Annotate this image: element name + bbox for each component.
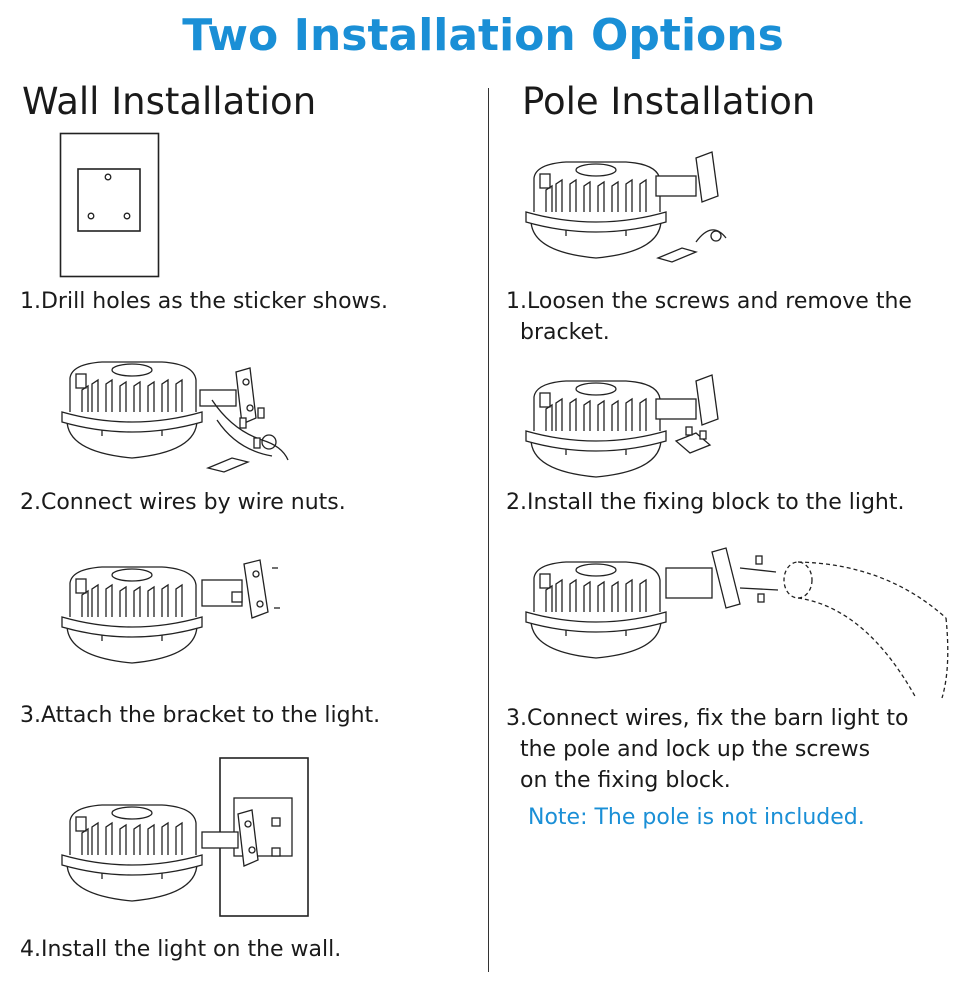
barn-light-illustration bbox=[525, 374, 719, 478]
pole-installation-heading: Pole Installation bbox=[522, 80, 816, 123]
wall-installation-heading: Wall Installation bbox=[22, 80, 317, 123]
wall-step-2: 2.Connect wires by wire nuts. bbox=[20, 490, 346, 515]
barn-light-illustration bbox=[61, 361, 289, 473]
wall-sticker-illustration bbox=[59, 132, 160, 278]
barn-light-illustration bbox=[525, 151, 727, 263]
barn-light-illustration bbox=[61, 757, 309, 917]
pole-note: Note: The pole is not included. bbox=[528, 805, 865, 830]
column-divider bbox=[488, 88, 489, 972]
wall-step-1: 1.Drill holes as the sticker shows. bbox=[20, 289, 388, 314]
pole-step-2: 2.Install the fixing block to the light. bbox=[506, 490, 905, 515]
wall-step-4: 4.Install the light on the wall. bbox=[20, 937, 342, 962]
pole-illustration bbox=[525, 547, 949, 699]
pole-step-1: 1.Loosen the screws and remove the brack… bbox=[506, 289, 912, 345]
pole-step-3: 3.Connect wires, fix the barn light to t… bbox=[506, 706, 909, 793]
barn-light-illustration bbox=[61, 559, 280, 664]
page-title: Two Installation Options bbox=[182, 10, 784, 61]
wall-step-3: 3.Attach the bracket to the light. bbox=[20, 703, 381, 728]
